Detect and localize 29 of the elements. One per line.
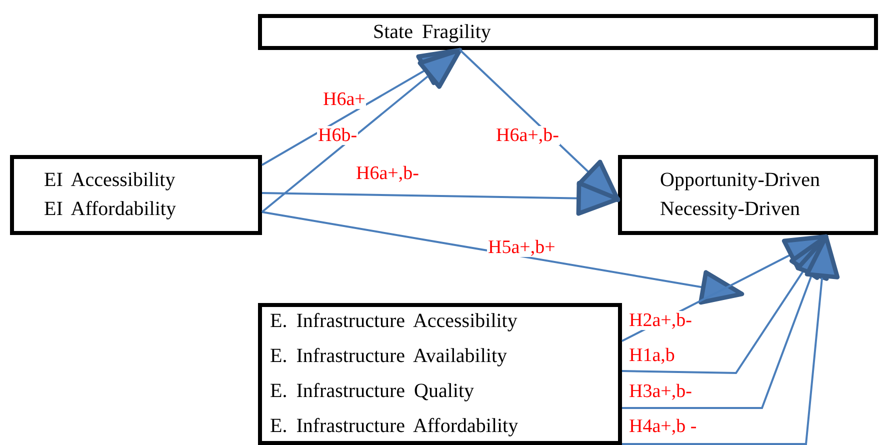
edge-label: H2a+,b-	[628, 311, 693, 330]
box-label: E. Infrastructure Availability	[270, 345, 507, 368]
edge-label: H1a,b	[628, 346, 676, 365]
edge-label: H6a+,b-	[495, 126, 560, 145]
box-label: Opportunity-Driven	[660, 169, 820, 192]
arrow	[262, 211, 744, 305]
arrow	[459, 49, 620, 202]
box-label: EI Accessibility	[44, 169, 176, 192]
edge-label: H6a+	[322, 90, 366, 109]
text-box	[10, 155, 262, 235]
box-label: E. Infrastructure Accessibility	[270, 310, 518, 333]
arrow	[262, 48, 462, 166]
arrow	[262, 180, 620, 216]
box-label: EI Affordability	[44, 198, 176, 221]
edge-label: H5a+,b+	[487, 238, 556, 257]
edge-label: H4a+,b -	[628, 417, 698, 436]
edge-label: H6a+,b-	[355, 164, 420, 183]
text-box	[258, 303, 622, 445]
box-label: E. Infrastructure Quality	[270, 380, 474, 403]
edge-label: H6b-	[317, 126, 358, 145]
arrow	[261, 48, 462, 213]
box-label: E. Infrastructure Affordability	[270, 415, 518, 438]
arrow	[622, 234, 840, 445]
text-box	[618, 155, 878, 235]
edge-label: H3a+,b-	[628, 382, 693, 401]
arrow	[622, 234, 829, 409]
box-label: State Fragility	[373, 20, 491, 44]
text-box	[258, 14, 878, 50]
box-label: Necessity-Driven	[660, 198, 800, 221]
